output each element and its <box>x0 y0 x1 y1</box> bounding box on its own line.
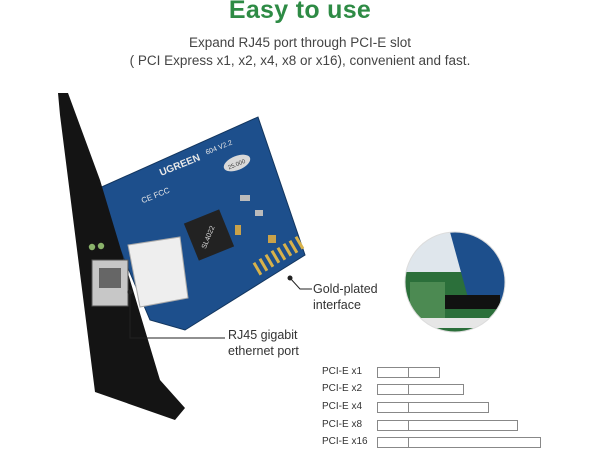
subtitle-line-2: ( PCI Express x1, x2, x4, x8 or x16), co… <box>129 53 471 68</box>
smd-part <box>268 235 276 243</box>
rj45-port-inner <box>99 268 121 288</box>
page-title: Easy to use <box>228 0 372 24</box>
chip <box>183 209 235 261</box>
inset-border <box>404 231 506 333</box>
gold-interface-label: Gold-plated interface <box>313 281 378 313</box>
smd-part <box>240 195 250 201</box>
metal-bracket <box>58 93 185 420</box>
rj45-callout-line <box>129 292 225 339</box>
slot-label: PCI-E x16 <box>322 436 368 447</box>
slot-bar <box>377 420 518 431</box>
rj45-jack <box>127 236 189 308</box>
gold-label-line2: interface <box>313 298 361 312</box>
slot-label: PCI-E x1 <box>322 366 363 377</box>
gold-label-line1: Gold-plated <box>313 282 378 296</box>
slot-label: PCI-E x2 <box>322 383 363 394</box>
slot-label: PCI-E x8 <box>322 419 363 430</box>
subtitle-line-1: Expand RJ45 port through PCI-E slot <box>188 35 412 50</box>
gold-fingers <box>252 235 305 276</box>
crystal <box>223 154 251 172</box>
rj45-label-line2: ethernet port <box>228 344 299 358</box>
smd-part <box>255 210 263 216</box>
smd-part <box>235 225 241 235</box>
slot-label: PCI-E x4 <box>322 401 363 412</box>
installation-inset <box>405 232 505 332</box>
slot-bar <box>377 384 464 395</box>
gold-callout-dot <box>287 275 293 281</box>
led-indicator <box>97 242 105 250</box>
rj45-callout-dot <box>127 289 133 295</box>
slot-bar <box>377 367 440 378</box>
slot-bar <box>377 437 541 448</box>
rj45-port-label: RJ45 gigabit ethernet port <box>228 327 299 359</box>
slot-bar <box>377 402 489 413</box>
led-indicator <box>88 243 96 251</box>
gold-callout-line <box>289 277 312 290</box>
rj45-label-line1: RJ45 gigabit <box>228 328 298 342</box>
